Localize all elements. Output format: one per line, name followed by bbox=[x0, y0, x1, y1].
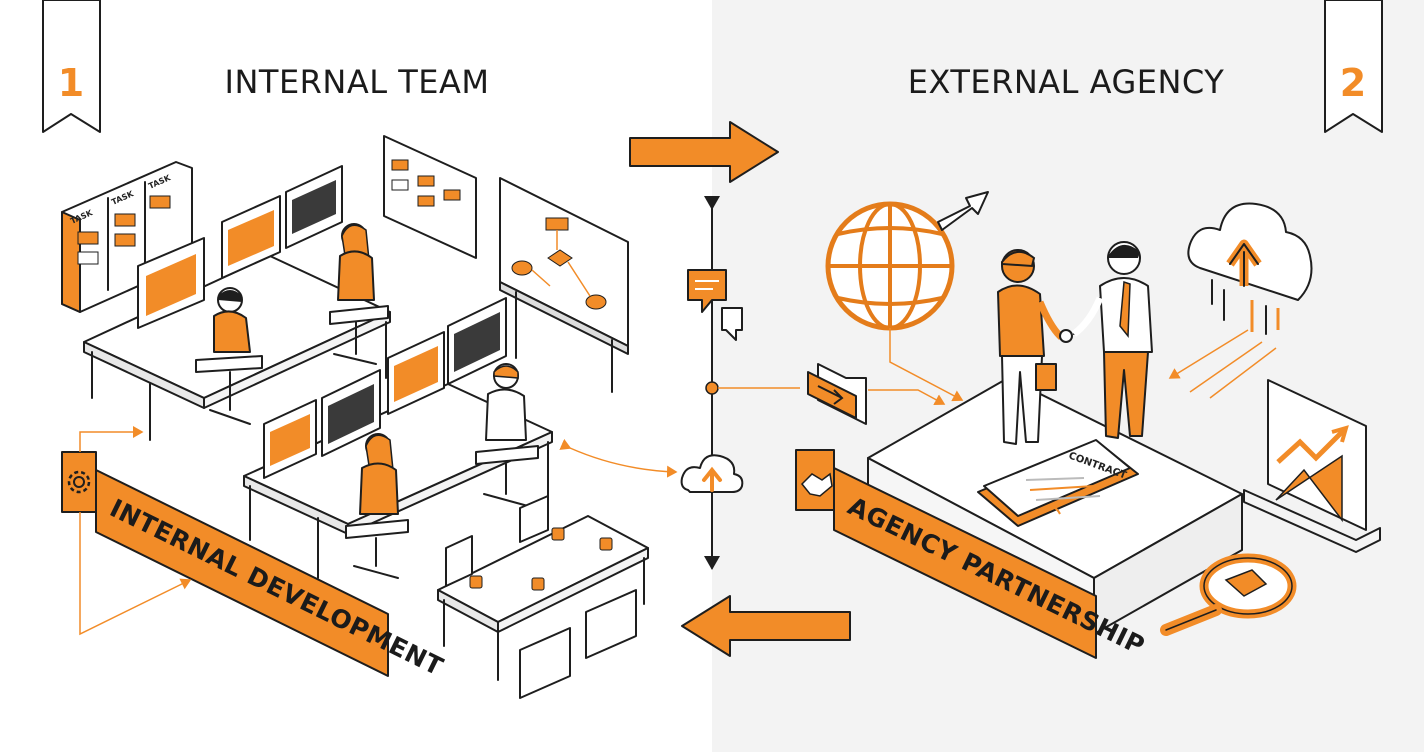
internal-team-title: INTERNAL TEAM bbox=[225, 63, 490, 101]
whiteboard bbox=[499, 177, 629, 393]
monitor-front-3 bbox=[387, 331, 445, 415]
worker-back-2 bbox=[329, 223, 389, 365]
worker-back-1 bbox=[195, 287, 263, 425]
sync-connector bbox=[559, 438, 678, 478]
center-timeline bbox=[704, 196, 800, 570]
agency-partner-left bbox=[997, 249, 1071, 445]
cloud-upload-icon bbox=[680, 454, 744, 493]
growth-chart-icon bbox=[1243, 379, 1381, 553]
wall-board bbox=[383, 135, 477, 259]
internal-flow-connector bbox=[79, 426, 144, 452]
ribbon-1: 1 bbox=[42, 0, 101, 133]
globe-icon bbox=[825, 191, 989, 402]
monitor-back-1 bbox=[137, 237, 205, 329]
agency-partner-right bbox=[1059, 241, 1153, 439]
ribbon-2-number: 2 bbox=[1340, 61, 1366, 105]
monitor-back-2 bbox=[221, 195, 281, 279]
arrow-left-icon bbox=[681, 595, 851, 657]
cloud-icon bbox=[1168, 202, 1313, 399]
handshake-icon bbox=[800, 472, 833, 497]
gear-icon bbox=[67, 470, 91, 494]
ribbon-2: 2 bbox=[1324, 0, 1383, 133]
front-desk-row bbox=[243, 383, 553, 579]
folder-transfer-icon bbox=[807, 363, 946, 425]
task-board: TASK TASK TASK bbox=[61, 161, 193, 313]
external-agency-title: EXTERNAL AGENCY bbox=[908, 63, 1225, 101]
chat-bubble-icon bbox=[687, 269, 743, 341]
monitor-front-2 bbox=[321, 369, 381, 457]
ribbon-1-number: 1 bbox=[58, 61, 84, 105]
monitor-front-4 bbox=[447, 297, 507, 385]
monitor-front-1 bbox=[263, 399, 317, 479]
worker-front-2 bbox=[475, 363, 539, 507]
monitor-back-3 bbox=[285, 165, 343, 249]
internal-loop-connector bbox=[79, 512, 192, 636]
meeting-table bbox=[437, 495, 649, 699]
contract-document: CONTRACT bbox=[977, 439, 1139, 527]
magnifier-icon bbox=[1160, 553, 1297, 636]
worker-front-1 bbox=[345, 433, 409, 579]
arrow-right-icon bbox=[629, 121, 779, 183]
